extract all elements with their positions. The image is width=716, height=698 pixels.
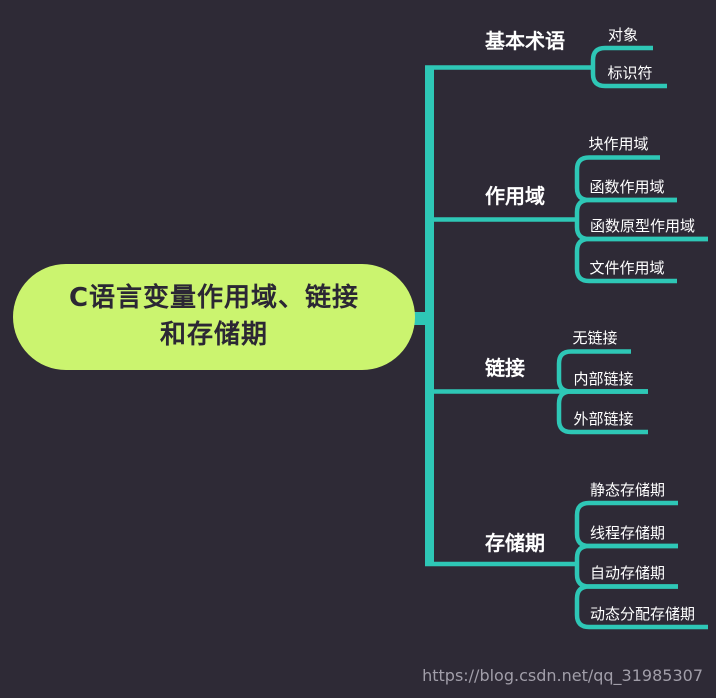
subtopic-identifier[interactable]: 标识符 bbox=[607, 64, 653, 82]
subtopic-function-prototype-scope[interactable]: 函数原型作用域 bbox=[589, 217, 695, 235]
subtopic-static-storage[interactable]: 静态存储期 bbox=[589, 481, 665, 499]
subtopic-external-linkage[interactable]: 外部链接 bbox=[573, 410, 634, 428]
root-topic-line2: 和存储期 bbox=[159, 320, 268, 350]
topic-basic-terms[interactable]: 基本术语 bbox=[485, 29, 565, 53]
topic-storage-duration[interactable]: 存储期 bbox=[485, 531, 545, 555]
watermark-url: https://blog.csdn.net/qq_31985307 bbox=[422, 666, 703, 685]
subtopic-file-scope[interactable]: 文件作用域 bbox=[589, 259, 665, 277]
subtopic-automatic-storage[interactable]: 自动存储期 bbox=[589, 564, 665, 582]
root-topic[interactable]: C语言变量作用域、链接 和存储期 bbox=[13, 264, 415, 370]
branch-scope-bracket-3 bbox=[574, 236, 708, 284]
branch-storage-bracket-3 bbox=[574, 584, 708, 630]
subtopic-function-scope[interactable]: 函数作用域 bbox=[589, 178, 665, 196]
topic-linkage[interactable]: 链接 bbox=[485, 356, 525, 380]
subtopic-no-linkage[interactable]: 无链接 bbox=[572, 329, 618, 347]
root-topic-line1: C语言变量作用域、链接 bbox=[68, 283, 360, 313]
subtopic-thread-storage[interactable]: 线程存储期 bbox=[589, 524, 665, 542]
branch-basic-terms-bracket bbox=[590, 45, 667, 89]
subtopic-internal-linkage[interactable]: 内部链接 bbox=[573, 370, 634, 388]
branch-linkage-bracket-2 bbox=[556, 389, 648, 435]
subtopic-block-scope[interactable]: 块作用域 bbox=[588, 135, 649, 153]
topic-scope[interactable]: 作用域 bbox=[485, 184, 545, 208]
subtopic-object[interactable]: 对象 bbox=[607, 26, 638, 44]
subtopic-dynamic-storage[interactable]: 动态分配存储期 bbox=[589, 605, 695, 623]
